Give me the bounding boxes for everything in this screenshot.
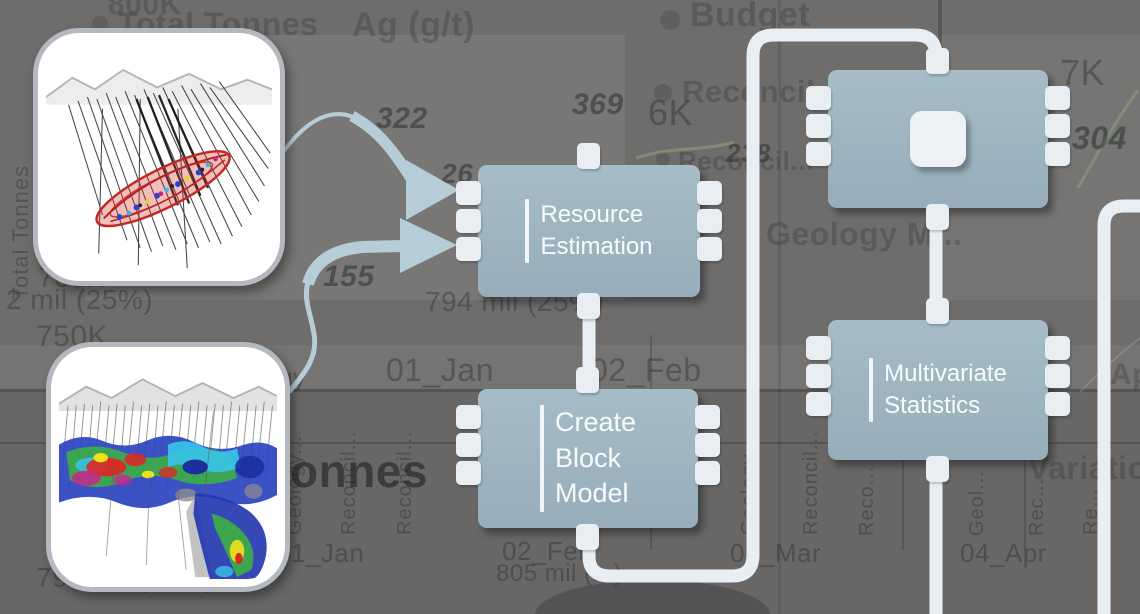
port xyxy=(577,293,600,319)
drillhole-model-thumbnail[interactable] xyxy=(33,28,285,286)
port xyxy=(926,204,949,230)
port xyxy=(1045,142,1070,166)
port xyxy=(926,456,949,482)
port xyxy=(926,48,949,74)
port xyxy=(1045,364,1070,388)
arrow-blockmodel-to-resource xyxy=(287,218,457,394)
node-resource-estimation[interactable]: Resource Estimation xyxy=(456,143,722,319)
node-create-block-model[interactable]: Create Block Model xyxy=(456,367,720,550)
port xyxy=(926,298,949,324)
legend-bullet xyxy=(656,152,670,166)
bg-separator xyxy=(778,0,781,614)
port xyxy=(1045,336,1070,360)
node-label: Multivariate Statistics xyxy=(884,360,1007,419)
port xyxy=(806,142,831,166)
bg-label: 02_Feb xyxy=(590,352,702,388)
port xyxy=(456,237,481,261)
port xyxy=(695,405,720,429)
port xyxy=(806,114,831,138)
node-process[interactable] xyxy=(806,48,1070,230)
port xyxy=(1045,86,1070,110)
bg-label: 322 xyxy=(376,102,428,135)
node-accent-bar xyxy=(539,405,544,512)
block-model-thumbnail[interactable] xyxy=(46,342,290,592)
block-model-image xyxy=(59,355,277,579)
bg-label: 04_Apr xyxy=(960,538,1047,568)
port xyxy=(456,405,481,429)
port xyxy=(576,524,599,550)
port xyxy=(577,143,600,169)
bg-label: Ag (g/t) xyxy=(352,6,475,44)
port xyxy=(1045,392,1070,416)
node-accent-bar xyxy=(869,358,874,422)
port xyxy=(697,181,722,205)
bg-label: 6K xyxy=(648,92,694,133)
port xyxy=(695,461,720,485)
pipe-create-to-process xyxy=(582,28,943,583)
pipe-right-edge xyxy=(1097,199,1140,614)
port xyxy=(697,237,722,261)
port xyxy=(456,461,481,485)
port xyxy=(806,364,831,388)
bg-label: 03_Mar xyxy=(730,538,822,568)
port xyxy=(456,209,481,233)
node-accent-bar xyxy=(525,199,530,263)
bg-label: 01_Jan xyxy=(276,538,365,568)
process-icon xyxy=(910,111,966,167)
node-multivariate-statistics[interactable]: Multivariate Statistics xyxy=(806,298,1070,482)
bg-label: 304 xyxy=(1072,120,1127,156)
arrow-drillholes-to-resource xyxy=(282,111,459,220)
port xyxy=(456,433,481,457)
bg-label: Reconcil... xyxy=(678,146,814,176)
bg-separator xyxy=(938,0,942,66)
port xyxy=(576,367,599,393)
bg-label: Variatio... xyxy=(1028,450,1140,486)
port xyxy=(456,181,481,205)
bg-label: Budget xyxy=(690,0,811,34)
port xyxy=(695,433,720,457)
bg-label: 369 xyxy=(572,88,624,121)
legend-bullet xyxy=(654,84,672,102)
bg-label: 01_Jan xyxy=(386,352,494,388)
drillhole-model-image xyxy=(46,41,272,273)
node-label: Create Block Model xyxy=(554,407,637,509)
bg-label: Ap... xyxy=(1110,358,1140,391)
bg-label: 2 mil (25%) xyxy=(6,284,154,315)
port xyxy=(806,86,831,110)
port xyxy=(697,209,722,233)
bg-label: onnes xyxy=(290,445,428,497)
legend-bullet xyxy=(660,10,680,30)
port xyxy=(1045,114,1070,138)
port xyxy=(806,392,831,416)
bg-label: 800K xyxy=(108,0,182,21)
port xyxy=(806,336,831,360)
bg-label: 155 xyxy=(323,260,375,293)
node-label: Resource Estimation xyxy=(540,201,653,260)
